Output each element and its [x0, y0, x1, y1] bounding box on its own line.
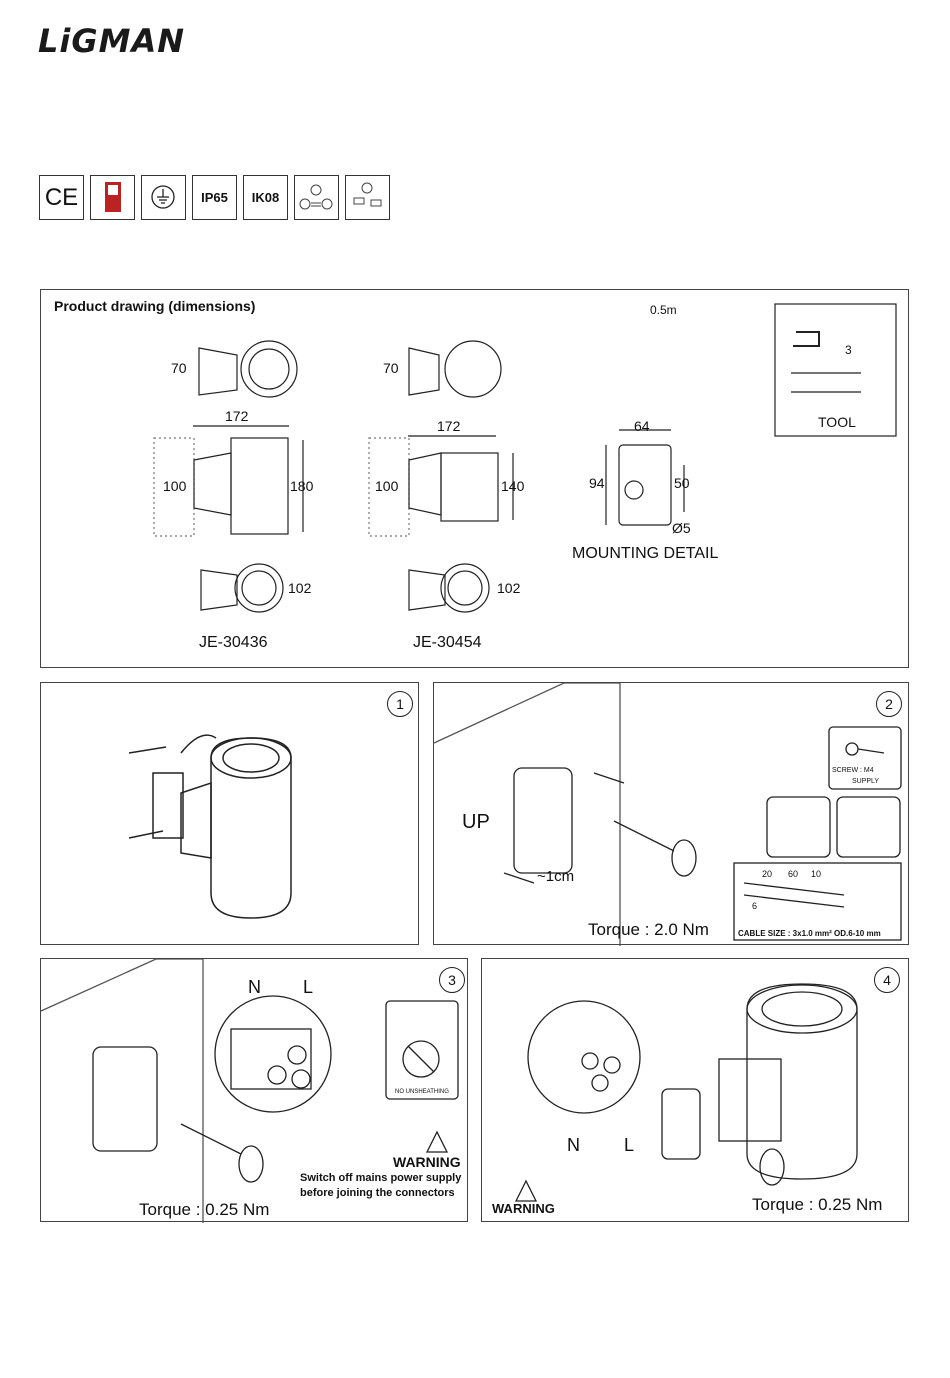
product-drawing-panel: Product drawing (dimensions)	[40, 289, 909, 668]
live-label-4: L	[624, 1135, 635, 1155]
dim-70b: 70	[383, 360, 399, 376]
step-2-illustration	[434, 683, 902, 946]
dim-100b: 100	[375, 478, 399, 494]
step-2-panel: 2 UP ~1cm SCREW : M4 SUPPLY 20 60 10 6 C…	[433, 682, 909, 946]
earth-ground-icon	[141, 175, 186, 220]
step-number-4: 4	[874, 967, 900, 993]
dim-100a: 100	[163, 478, 187, 494]
cable-dim-60: 60	[788, 869, 799, 879]
tool-label: TOOL	[818, 414, 856, 430]
panel-title: Product drawing (dimensions)	[54, 298, 256, 314]
brand-logo: LiGMAN	[38, 22, 186, 60]
lamp-replaceable-icon	[294, 175, 339, 220]
dim-5: Ø5	[672, 520, 691, 536]
screw-label: SCREW : M4	[832, 767, 874, 774]
dim-172b: 172	[437, 418, 461, 434]
step-4-illustration	[514, 983, 858, 1202]
neutral-label-4: N	[567, 1135, 580, 1155]
dim-64: 64	[634, 418, 650, 434]
step-3-panel: 3 N L NO UNSHEATHING WARNING Switch off …	[40, 958, 468, 1223]
dim-94: 94	[589, 475, 605, 491]
certification-icons: CE IP65 IK08	[39, 175, 390, 220]
step-1-panel: 1	[40, 682, 419, 945]
warning-label-4: WARNING	[492, 1201, 555, 1216]
warning-text-2: before joining the connectors	[300, 1187, 455, 1199]
cable-dim-10: 10	[811, 869, 822, 879]
dimension-drawings	[153, 303, 897, 613]
up-label: UP	[462, 811, 490, 833]
torque-label-4: Torque : 0.25 Nm	[752, 1195, 883, 1214]
torque-label-3: Torque : 0.25 Nm	[139, 1200, 270, 1219]
quality-seal-icon	[90, 175, 135, 220]
model-label-2: JE-30454	[413, 634, 482, 651]
dim-180: 180	[290, 478, 314, 494]
step-number-3: 3	[439, 967, 465, 993]
distance-label: 0.5m	[650, 303, 677, 317]
live-label-3: L	[303, 977, 314, 997]
step-1-illustration	[128, 734, 292, 919]
gap-label: ~1cm	[537, 868, 575, 885]
cable-size-label: CABLE SIZE : 3x1.0 mm² OD.6-10 mm	[738, 929, 881, 938]
step-number-2: 2	[876, 691, 902, 717]
model-label-1: JE-30436	[199, 634, 268, 651]
cable-dim-6: 6	[752, 901, 758, 911]
ce-mark-icon: CE	[39, 175, 84, 220]
step-4-panel: 4 N L WARNING Torque : 0.25 Nm	[481, 958, 909, 1222]
dim-140: 140	[501, 478, 525, 494]
supply-label: SUPPLY	[852, 778, 880, 785]
torque-label-2: Torque : 2.0 Nm	[588, 920, 709, 939]
no-unsheathing-label: NO UNSHEATHING	[395, 1089, 449, 1095]
step-3-illustration	[41, 959, 459, 1223]
mounting-detail-label: MOUNTING DETAIL	[572, 545, 719, 562]
neutral-label-3: N	[248, 977, 261, 997]
warning-text-1: Switch off mains power supply	[300, 1172, 462, 1184]
dim-102a: 102	[288, 580, 312, 596]
dim-70a: 70	[171, 360, 187, 376]
driver-replaceable-icon	[345, 175, 390, 220]
ik08-rating: IK08	[243, 175, 288, 220]
dim-172a: 172	[225, 408, 249, 424]
warning-label-3: WARNING	[393, 1154, 461, 1170]
cable-dim-20: 20	[762, 869, 773, 879]
step-number-1: 1	[387, 691, 413, 717]
dim-50: 50	[674, 475, 690, 491]
dim-102b: 102	[497, 580, 521, 596]
ip65-rating: IP65	[192, 175, 237, 220]
tool-dim: 3	[845, 343, 852, 357]
